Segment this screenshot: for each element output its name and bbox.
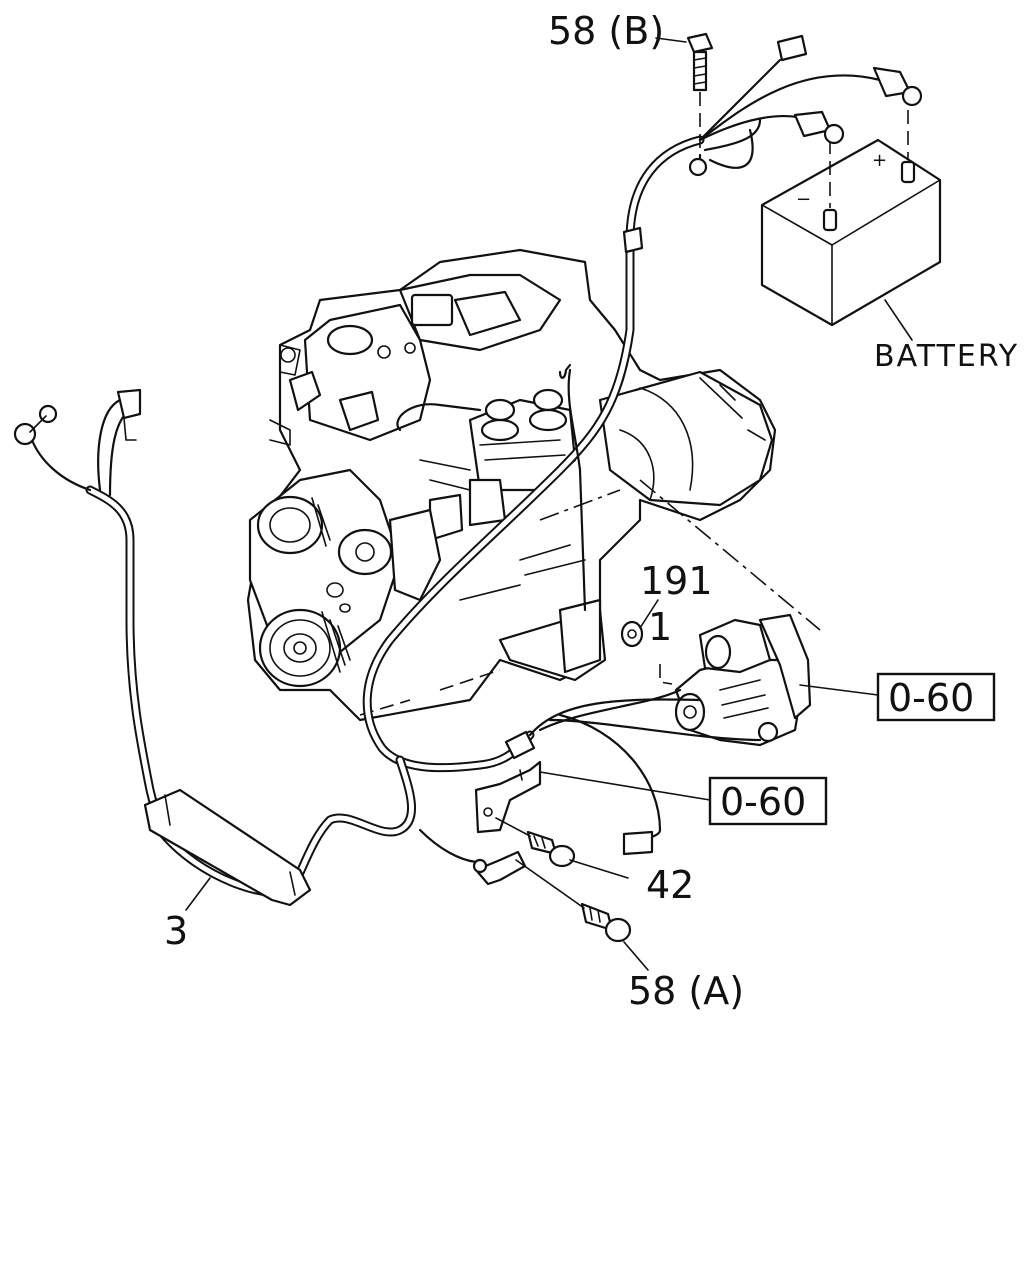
bolt-58a (515, 859, 632, 943)
ref-box-bottom: 0-60 (708, 776, 828, 826)
wire-harness (13, 34, 923, 907)
battery: + − (760, 110, 942, 341)
engine-assembly (246, 248, 777, 722)
bolt-58b (686, 32, 714, 150)
bolt-42 (495, 817, 576, 868)
callout-battery: BATTERY (874, 339, 1019, 374)
callout-191: 191 (640, 559, 713, 603)
battery-plus-label: + (872, 150, 887, 171)
ref-box-top: 0-60 (876, 672, 996, 722)
callout-58a: 58 (A) (628, 969, 744, 1013)
leader-58b (655, 37, 687, 43)
callout-1: 1 (648, 605, 672, 649)
battery-minus-label: − (796, 189, 811, 210)
ref-box-top-label: 0-60 (888, 676, 974, 720)
leader-42 (569, 859, 629, 879)
leader-191 (639, 599, 659, 629)
nut-191 (620, 620, 673, 685)
bracket-lower (472, 850, 527, 886)
callout-58b: 58 (B) (548, 9, 664, 53)
bracket-upper (474, 760, 542, 834)
leader-58a (623, 941, 649, 971)
callout-3: 3 (164, 909, 188, 953)
leader-3 (185, 877, 211, 911)
callout-42: 42 (646, 863, 694, 907)
ref-box-bottom-label: 0-60 (720, 780, 806, 824)
leader-ref-top (799, 684, 879, 696)
leader-ref-bottom (539, 771, 711, 801)
